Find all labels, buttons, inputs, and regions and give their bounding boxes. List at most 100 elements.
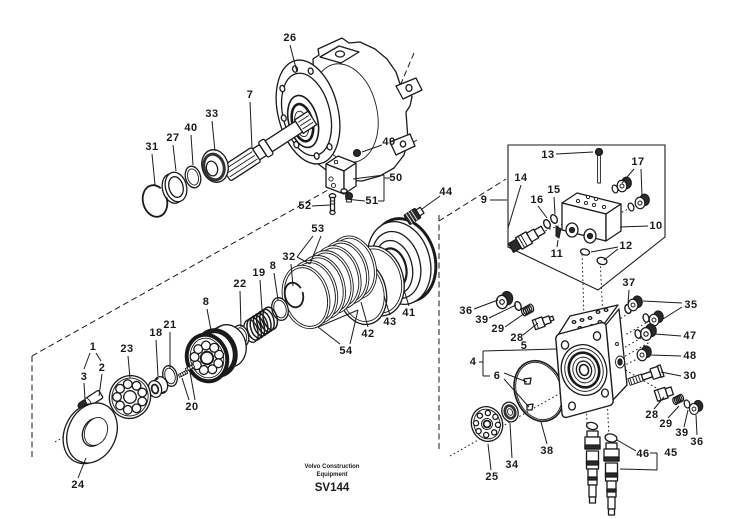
- leader-line-28l: [522, 322, 539, 336]
- part-label-18: 18: [149, 327, 162, 339]
- leader-line-54: [317, 326, 341, 345]
- plug-28-right: [653, 386, 675, 402]
- leader-line-10: [619, 225, 649, 228]
- leader-line-47: [654, 333, 682, 337]
- brand-line2: Equipment: [317, 472, 348, 478]
- part-label-2: 2: [99, 362, 106, 374]
- leader-line-53: [309, 235, 322, 265]
- drive-shaft-7: [221, 110, 318, 182]
- spring-29-right: [672, 393, 685, 406]
- part-label-33: 33: [205, 108, 218, 120]
- leader-line-13: [555, 151, 594, 155]
- leader-line-14: [507, 184, 522, 229]
- part-label-38: 38: [540, 445, 553, 457]
- plug-36-right: [687, 399, 705, 416]
- leader-line-44: [421, 195, 441, 210]
- part-label-27: 27: [166, 132, 179, 144]
- valve-body-10: [561, 192, 622, 244]
- leader-line-33: [211, 120, 216, 152]
- part-label-11: 11: [551, 248, 564, 260]
- oring-46b: [604, 433, 618, 443]
- leader-line-28r: [653, 396, 665, 410]
- part-label-15: 15: [547, 184, 560, 196]
- part-label-48: 48: [683, 350, 696, 362]
- leader-line-24: [77, 457, 87, 479]
- part-label-40: 40: [184, 122, 197, 134]
- leader-line-8b: [273, 272, 279, 301]
- part-label-41: 41: [402, 307, 415, 319]
- part-label-42: 42: [361, 328, 374, 340]
- leader-line-16: [537, 205, 548, 219]
- snap-ring-32: [283, 281, 305, 309]
- oring-35b: [641, 312, 651, 324]
- leader-line-5: [482, 348, 557, 352]
- part-label-17: 17: [631, 156, 644, 168]
- part-label-34: 34: [505, 459, 519, 471]
- part-label-36r: 36: [690, 436, 703, 448]
- bushing-18: [147, 375, 169, 399]
- leader-line-46: [616, 439, 637, 452]
- snap-ring-31: [141, 184, 169, 218]
- part-label-47: 47: [683, 330, 696, 342]
- part-label-35: 35: [684, 299, 697, 311]
- part-label-51: 51: [365, 195, 378, 207]
- footer-stamp: Volvo Construction Equipment SV144: [305, 464, 360, 494]
- oring-46a: [585, 421, 599, 431]
- axis-port-plug: [621, 367, 659, 390]
- leader-line-1: [95, 352, 102, 362]
- part-label-14: 14: [514, 172, 528, 184]
- part-label-19: 19: [252, 267, 265, 279]
- orifice-plug-6b: [526, 403, 534, 411]
- seal-27: [161, 171, 188, 204]
- leader-line-35: [662, 306, 683, 320]
- leader-line-49: [361, 144, 383, 153]
- part-label-45: 45: [664, 447, 677, 459]
- cylinder-block-8: [184, 324, 247, 384]
- spring-stack-53-54: [281, 235, 378, 330]
- part-label-39l: 39: [475, 314, 488, 326]
- part-label-39r: 39: [675, 427, 688, 439]
- part-label-7: 7: [247, 89, 254, 101]
- part-label-20: 20: [185, 401, 198, 413]
- plug-17a: [615, 175, 634, 194]
- part-label-54: 54: [339, 345, 353, 357]
- part-label-26: 26: [283, 32, 296, 44]
- leader-line-17: [640, 168, 643, 197]
- leader-line-31: [151, 153, 156, 186]
- dashed-frame-right-diagonal: [438, 178, 507, 222]
- part-label-9: 9: [481, 194, 488, 206]
- leader-line-39l: [488, 304, 517, 319]
- part-label-29r: 29: [659, 418, 672, 430]
- leader-line-25: [487, 443, 492, 471]
- leader-line-3: [83, 382, 86, 401]
- part-label-43: 43: [383, 316, 396, 328]
- leader-line-38: [540, 421, 548, 445]
- dashed-frame-diagonal: [31, 139, 418, 357]
- leader-line-6: [503, 372, 528, 383]
- leader-line-53: [296, 235, 314, 258]
- cover-plate-25: [470, 406, 504, 442]
- leader-lines: [77, 44, 698, 479]
- part-label-5: 5: [521, 340, 528, 352]
- leader-line-2: [98, 373, 103, 397]
- part-label-16: 16: [530, 194, 543, 206]
- leader-line-53: [296, 256, 311, 265]
- washer-40: [184, 165, 202, 189]
- leader-line-15: [553, 196, 556, 215]
- leader-line-1: [83, 352, 91, 370]
- leader-line-35: [642, 300, 683, 304]
- part-label-44: 44: [439, 186, 453, 198]
- nut-49: [352, 148, 362, 158]
- cartridge-14: [507, 225, 546, 253]
- leader-line-19: [259, 279, 263, 311]
- leader-line-27: [172, 144, 177, 172]
- leader-line-26: [289, 44, 298, 73]
- leader-line-34: [509, 422, 513, 459]
- spring-coils: [281, 235, 378, 330]
- oring-16: [541, 217, 553, 231]
- plug-35a: [626, 294, 645, 313]
- shoe-plate-23: [108, 374, 152, 420]
